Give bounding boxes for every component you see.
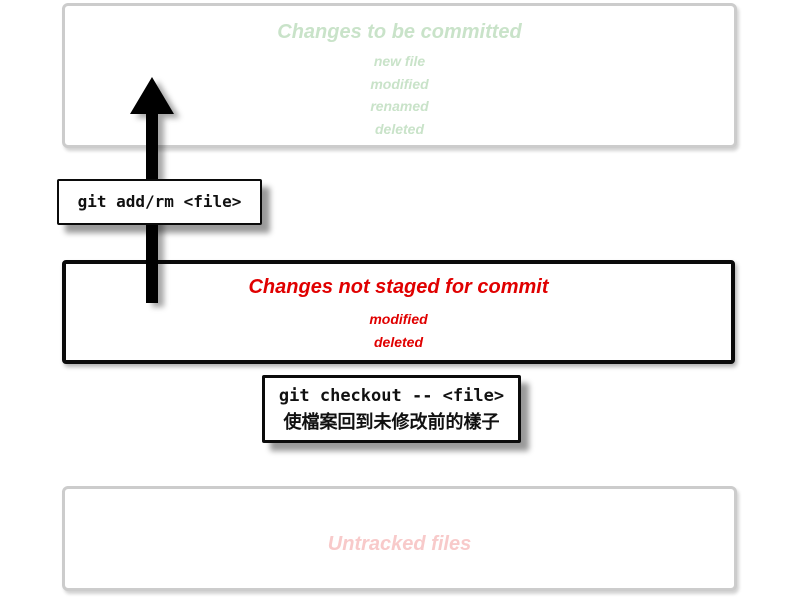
unstaged-box-title: Changes not staged for commit xyxy=(248,276,549,298)
staged-item-modified: modified xyxy=(370,75,429,92)
unstaged-items-list: modified deleted xyxy=(66,308,731,353)
staged-box-title: Changes to be committed xyxy=(277,21,522,43)
staged-item-renamed: renamed xyxy=(370,98,429,114)
git-add-command-label: git add/rm <file> xyxy=(57,179,262,225)
unstaged-changes-box: Changes not staged for commit modified d… xyxy=(62,260,735,364)
staged-items-list: new file modified renamed deleted xyxy=(65,50,734,140)
unstaged-item-deleted: deleted xyxy=(373,333,423,350)
git-checkout-command-label: git checkout -- <file> 使檔案回到未修改前的樣子 xyxy=(262,375,521,443)
untracked-box-title: Untracked files xyxy=(327,532,472,555)
staged-item-new-file: new file xyxy=(373,53,426,69)
git-add-command-text: git add/rm <file> xyxy=(77,192,242,211)
unstaged-item-modified: modified xyxy=(369,311,428,327)
untracked-files-box: Untracked files xyxy=(62,486,737,591)
staged-changes-box: Changes to be committed new file modifie… xyxy=(62,3,737,148)
staged-item-deleted: deleted xyxy=(374,120,424,137)
git-checkout-command-text: git checkout -- <file> xyxy=(278,386,505,406)
git-checkout-note-text: 使檔案回到未修改前的樣子 xyxy=(283,412,500,432)
